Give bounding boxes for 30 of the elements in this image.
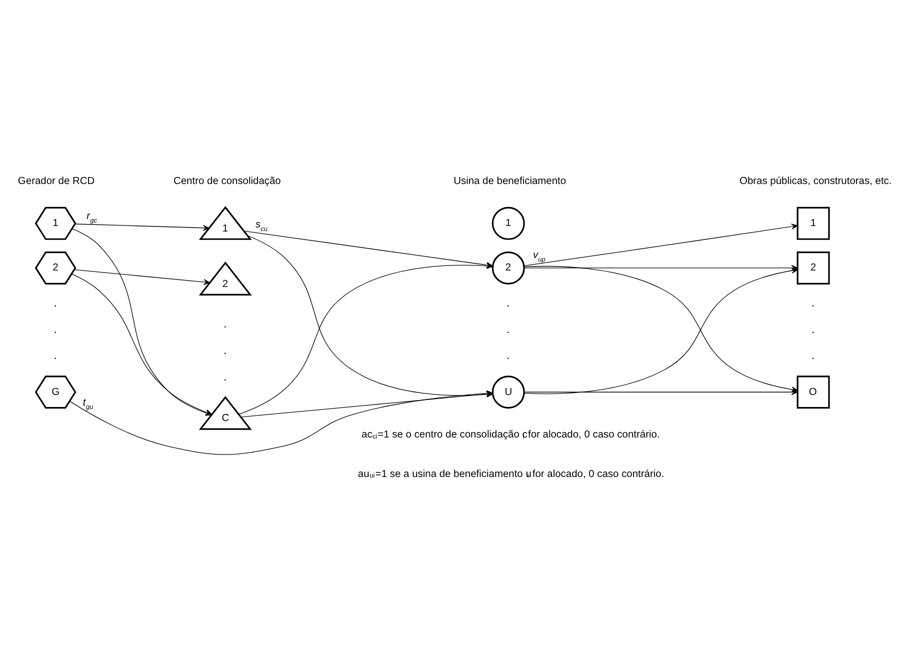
label: Obras públicas, construtoras, etc. bbox=[740, 175, 892, 186]
label: . bbox=[506, 296, 510, 310]
arrow bbox=[74, 268, 210, 284]
label: . bbox=[54, 348, 57, 362]
node-circle: U bbox=[492, 375, 525, 408]
label: . bbox=[224, 317, 227, 330]
label: Centro de consolidação bbox=[174, 175, 281, 186]
node-box: O bbox=[796, 375, 830, 408]
label: Gerador de RCD bbox=[18, 175, 95, 186]
label: . bbox=[811, 348, 815, 362]
label: . bbox=[811, 322, 815, 336]
label: . bbox=[811, 296, 815, 310]
edge-label: s$_{cu}$ bbox=[256, 219, 268, 233]
label: . bbox=[54, 322, 57, 336]
arrow bbox=[74, 223, 210, 230]
label: Usina de beneficiamento bbox=[454, 175, 566, 186]
node-box: 2 bbox=[796, 250, 830, 284]
node-circle: 1 bbox=[492, 206, 525, 240]
edge-label: r$_{gc}$ bbox=[86, 210, 98, 224]
node-box: 1 bbox=[796, 206, 830, 240]
arrow bbox=[524, 223, 798, 266]
label: . bbox=[506, 348, 510, 362]
edge-label: v$_{up}$ bbox=[533, 249, 546, 263]
label: . bbox=[54, 296, 57, 310]
edge-label: t$_{gu}$ bbox=[82, 397, 94, 411]
node-circle: 2 bbox=[492, 250, 525, 284]
label: . bbox=[224, 344, 227, 357]
arrow bbox=[524, 388, 798, 395]
label: . bbox=[506, 322, 510, 336]
label: . bbox=[224, 370, 227, 383]
